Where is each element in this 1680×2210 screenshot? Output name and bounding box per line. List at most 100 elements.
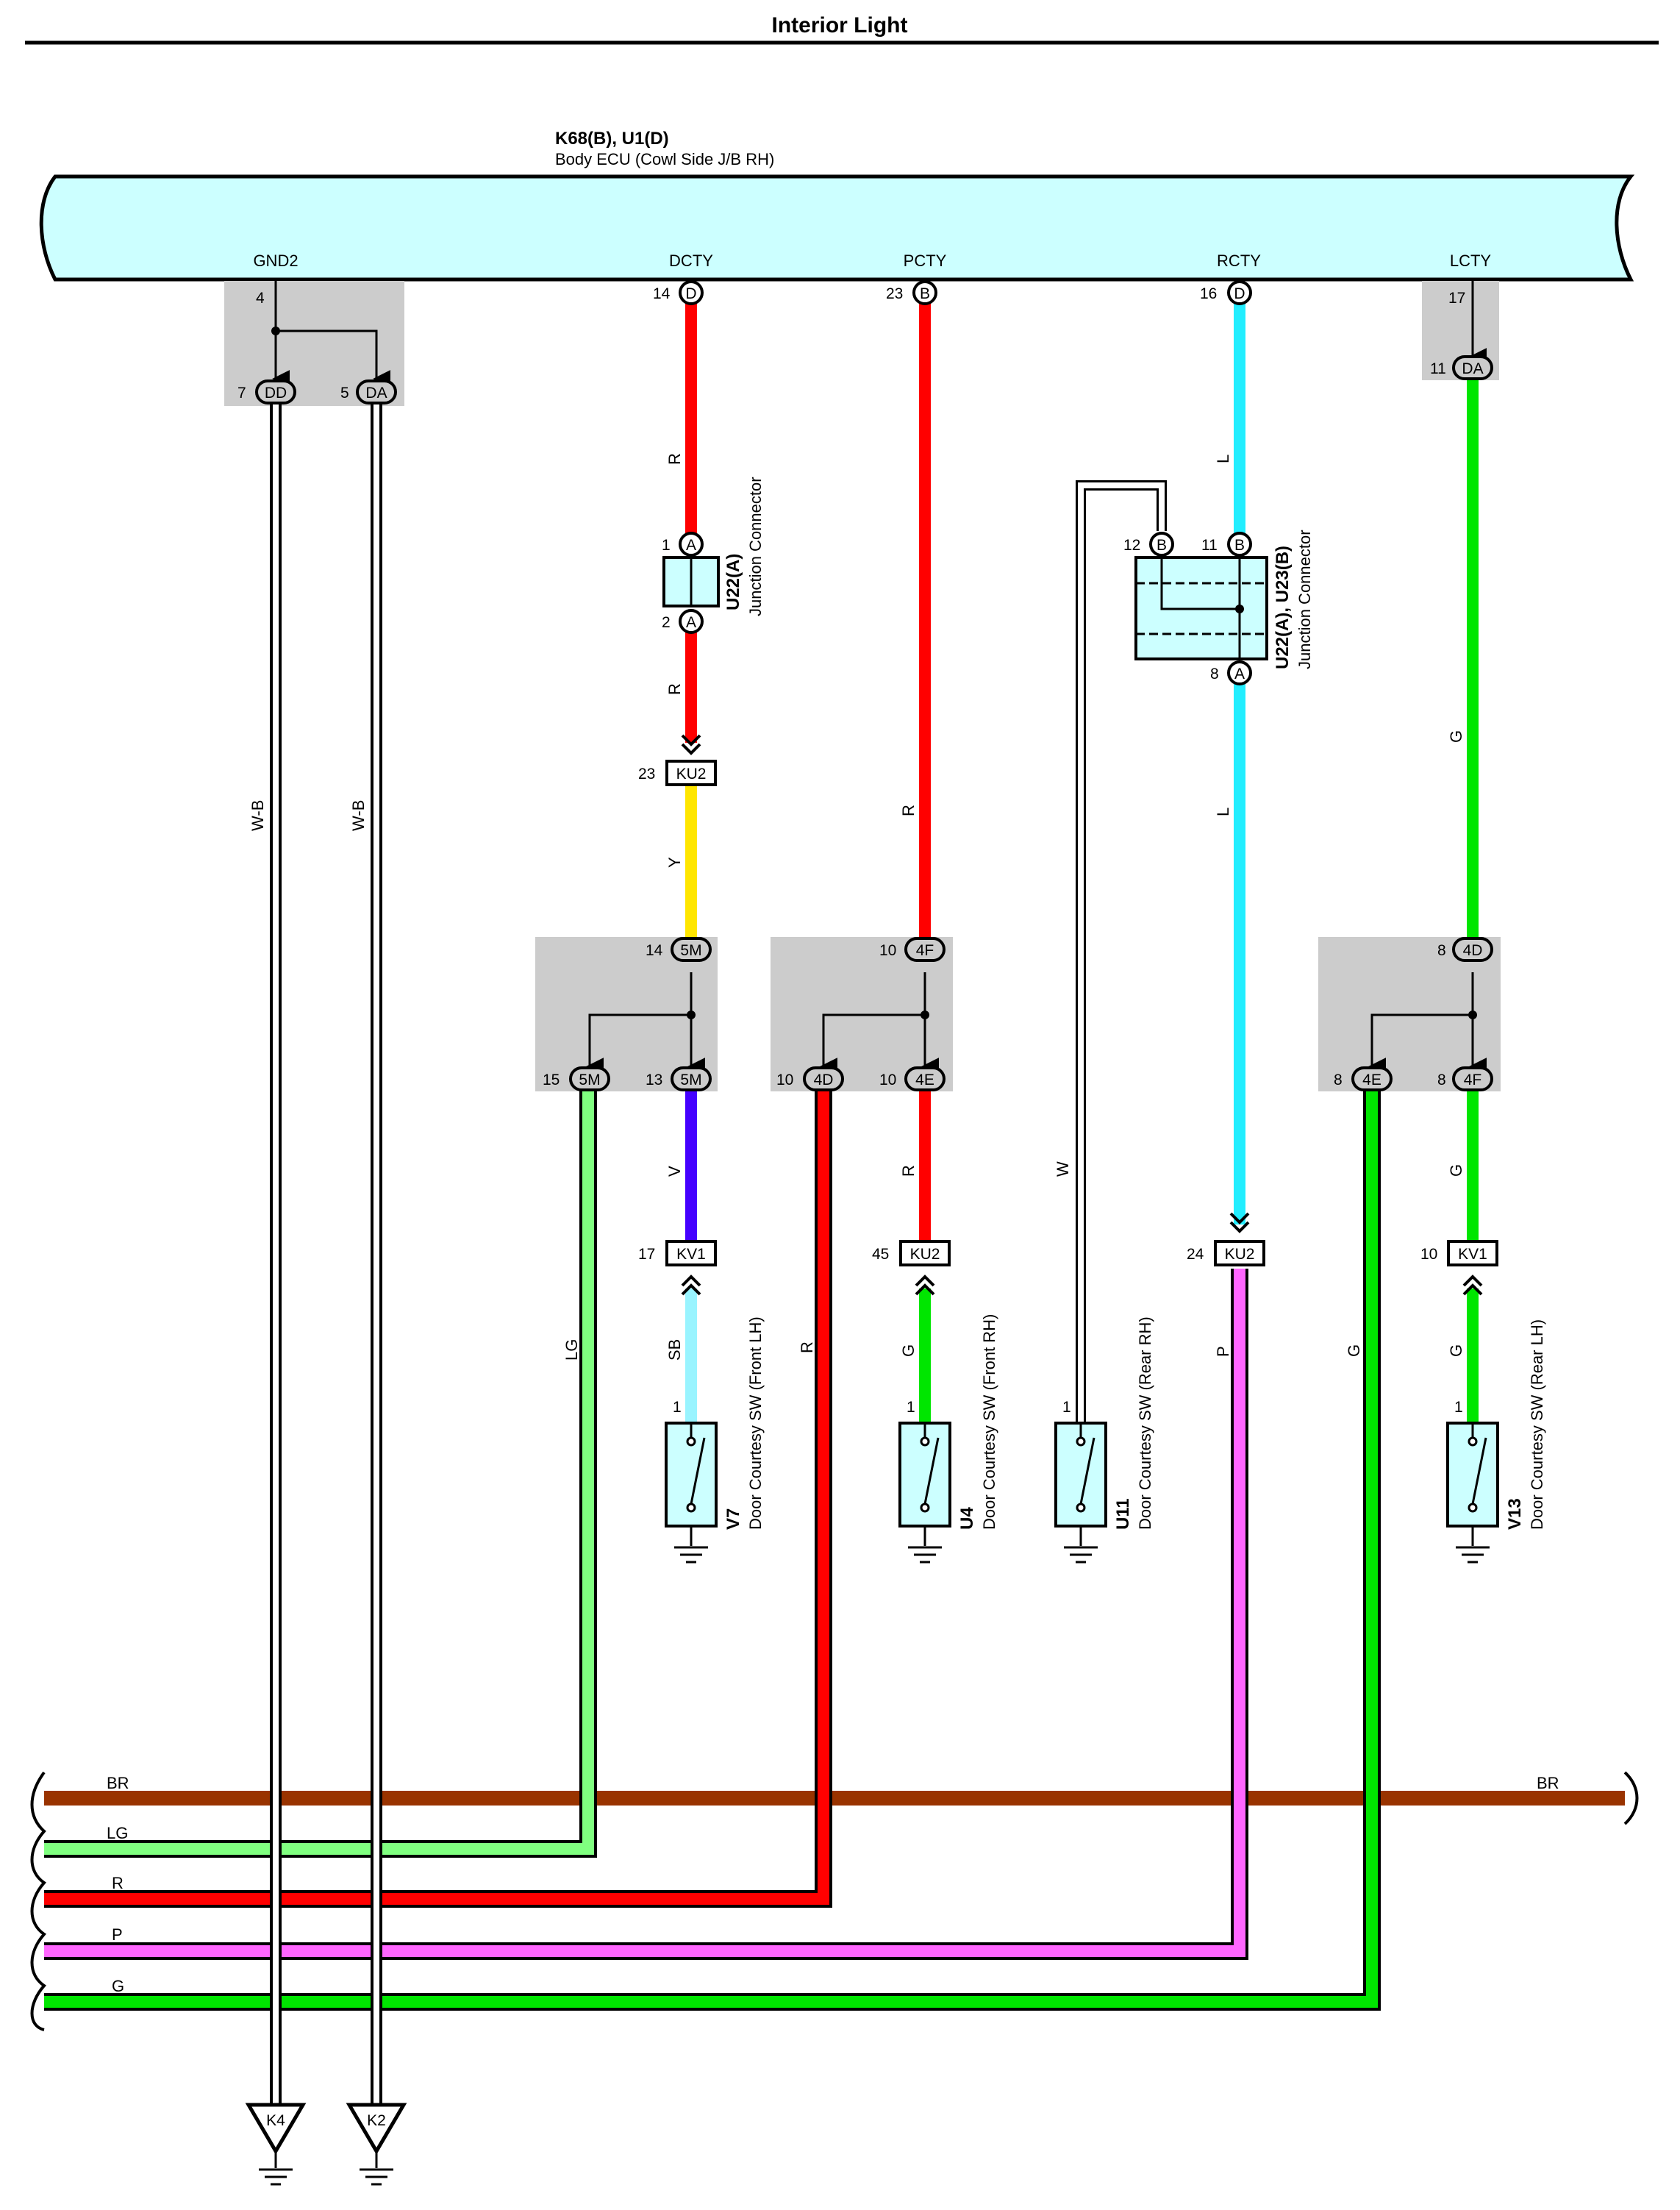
connector-4d: 4D	[814, 1072, 834, 1088]
pin-l-4e: 8	[1334, 1072, 1343, 1088]
pin-ku2-dcty: 23	[638, 766, 655, 783]
pin-sw-fr: 1	[907, 1399, 915, 1416]
connector-box-4d	[803, 1066, 844, 1091]
pin-pcty: 23	[886, 285, 903, 302]
pcty-circuit	[820, 302, 951, 1564]
pin-5m-b: 13	[646, 1072, 662, 1088]
pin-l-4f: 8	[1437, 1072, 1446, 1088]
pin-4e: 10	[879, 1072, 896, 1088]
pin-rcty: 16	[1200, 285, 1217, 302]
switch-rl-code: V13	[1505, 1498, 1525, 1530]
pin-ku2-fr: 45	[872, 1246, 889, 1263]
pin-u22-out: 2	[662, 614, 671, 631]
wire-label-pcty-r2: R	[899, 1165, 918, 1177]
gnd2-circuit	[245, 281, 407, 2186]
bus-label-lg: LG	[107, 1824, 128, 1842]
rcty-circuit	[1054, 302, 1268, 1564]
bus-left-break	[30, 1771, 46, 2031]
junction-u22u23-code: U22(A), U23(B)	[1273, 546, 1293, 669]
wire-label-pcty-r: R	[798, 1341, 816, 1353]
connector-rj-b11: B	[1234, 537, 1245, 554]
pin-circle-rj-b11	[1227, 532, 1252, 557]
pin-circle-rj-b12	[1149, 532, 1174, 557]
wire-label-dcty-r2: R	[665, 683, 684, 695]
ecu-name: Body ECU (Cowl Side J/B RH)	[555, 150, 774, 168]
connector-box-lcty-da	[1452, 355, 1493, 380]
pin-ku2-rr: 24	[1187, 1246, 1204, 1263]
bus-label-g: G	[112, 1977, 124, 1995]
connector-l-4f: 4F	[1464, 1072, 1482, 1088]
pin-dcty: 14	[653, 285, 671, 302]
wire-label-rcty-w: W	[1054, 1161, 1072, 1177]
connector-box-kv1-fl	[665, 1240, 717, 1266]
ecu-body	[39, 174, 1635, 282]
connector-4f-in: 4F	[916, 942, 934, 959]
page-title: Interior Light	[772, 13, 908, 38]
connector-da-gnd: DA	[365, 385, 387, 402]
switch-rr-code: U11	[1113, 1498, 1133, 1530]
pin-5m-in: 14	[646, 942, 663, 959]
ecu-terminal-gnd2: GND2	[253, 252, 298, 270]
ground-k4: K4	[266, 2112, 285, 2129]
wire-label-lcty-g2: G	[1447, 1164, 1465, 1177]
pin-circle-u22-out	[679, 609, 704, 634]
wire-label-wb-1: W-B	[249, 800, 267, 831]
connector-rcty-d: D	[1234, 285, 1245, 302]
switch-fr-code: U4	[957, 1507, 977, 1530]
pin-4d: 10	[776, 1072, 793, 1088]
connector-5m-in: 5M	[680, 942, 701, 959]
connector-box-5m-a	[569, 1066, 610, 1091]
wire-label-dcty-sb: SB	[665, 1339, 684, 1361]
wire-label-pcty-g: G	[899, 1344, 918, 1357]
pin-circle-dcty	[679, 280, 704, 305]
switch-rr-name: Door Courtesy SW (Rear RH)	[1136, 1316, 1154, 1530]
connector-dd: DD	[265, 385, 287, 402]
wire-label-dcty-v: V	[665, 1166, 684, 1177]
connector-u22-out: A	[686, 614, 696, 631]
connector-lcty-da: DA	[1462, 360, 1483, 377]
pin-circle-rcty	[1227, 280, 1252, 305]
wire-label-pcty-r1: R	[899, 805, 918, 816]
connector-5m-b: 5M	[680, 1072, 701, 1088]
pin-rj-b12: 12	[1123, 537, 1140, 554]
connector-box-ku2-fr	[899, 1240, 951, 1266]
wire-label-dcty-y: Y	[665, 857, 684, 868]
connector-box-ku2-dcty	[665, 760, 717, 786]
connector-pcty-b: B	[920, 285, 930, 302]
junction-u22a-code: U22(A)	[723, 554, 743, 610]
bus-lines	[44, 1088, 1625, 2011]
bus-right-break	[1623, 1771, 1639, 1825]
ecu-code: K68(B), U1(D)	[555, 129, 669, 149]
connector-box-4e	[904, 1066, 946, 1091]
wire-label-wb-2: W-B	[349, 800, 368, 831]
junction-u22a-name: Junction Connector	[746, 477, 765, 616]
switch-rl-name: Door Courtesy SW (Rear LH)	[1528, 1319, 1546, 1530]
connector-5m-a: 5M	[579, 1072, 600, 1088]
connector-box-5m-b	[671, 1066, 712, 1091]
connector-l-4e: 4E	[1362, 1072, 1381, 1088]
ecu-terminal-lcty: LCTY	[1450, 252, 1492, 270]
connector-l-4d: 4D	[1463, 942, 1483, 959]
bus-label-r: R	[112, 1874, 124, 1892]
pin-kv1-fl: 17	[638, 1246, 655, 1263]
pin-gnd2-da: 5	[340, 385, 349, 402]
connector-box-kv1-rl	[1447, 1240, 1498, 1266]
connector-rj-a8: A	[1234, 666, 1245, 682]
pin-sw-fl: 1	[673, 1399, 682, 1416]
connector-ku2-dcty: KU2	[676, 766, 707, 783]
pin-circle-pcty	[912, 280, 937, 305]
pin-gnd2-dd: 7	[237, 385, 246, 402]
pin-lcty: 17	[1448, 290, 1465, 307]
connector-u22-in: A	[686, 537, 696, 554]
connector-box-ku2-rr	[1214, 1240, 1265, 1266]
pin-5m-a: 15	[543, 1072, 560, 1088]
bus-label-p: P	[112, 1925, 123, 1944]
pin-kv1-rl: 10	[1420, 1246, 1437, 1263]
connector-box-5m-in	[671, 937, 712, 962]
connector-box-l-4e	[1351, 1066, 1393, 1091]
pin-rj-b11: 11	[1201, 537, 1218, 554]
wire-label-lcty-g1: G	[1447, 730, 1465, 743]
switch-fl-code: V7	[723, 1508, 743, 1530]
connector-4e: 4E	[915, 1072, 934, 1088]
